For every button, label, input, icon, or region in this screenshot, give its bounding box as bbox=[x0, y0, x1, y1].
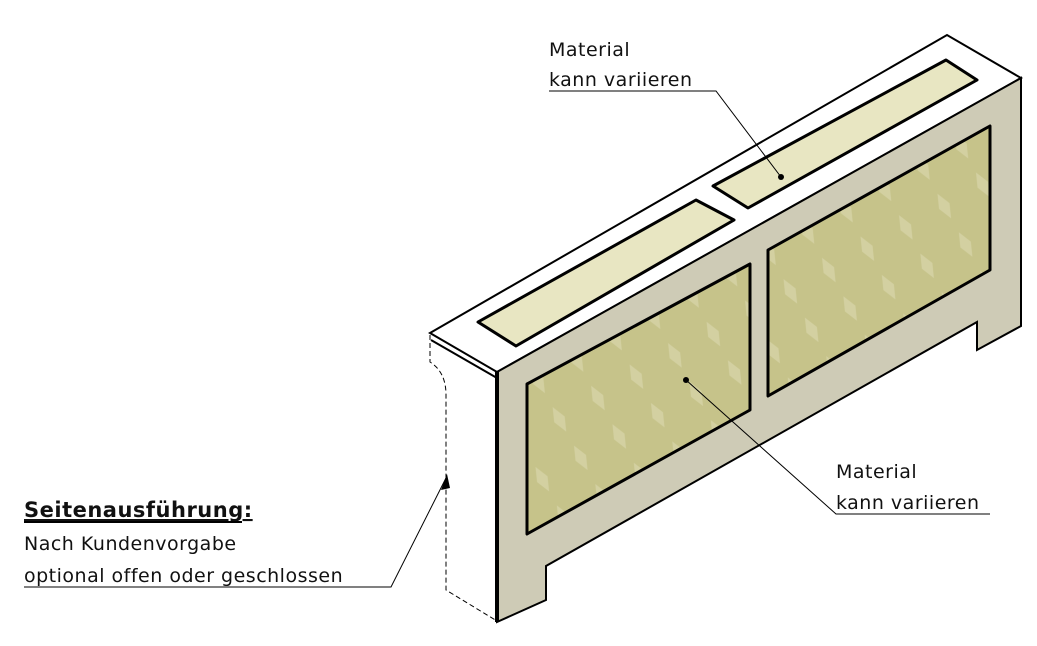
side-line1: Nach Kundenvorgabe bbox=[24, 533, 237, 555]
front-material-line1: Material bbox=[836, 461, 917, 483]
leader-dot-front bbox=[683, 377, 689, 383]
top-material-line1: Material bbox=[549, 39, 630, 61]
front-panel-left bbox=[525, 262, 752, 536]
leader-side bbox=[24, 475, 448, 588]
leader-front-material bbox=[685, 379, 990, 515]
top-edge-bevel bbox=[430, 339, 498, 379]
front-material-line2: kann variieren bbox=[836, 492, 980, 514]
top-material-line2: kann variieren bbox=[549, 69, 693, 91]
side-title: Seitenausführung: bbox=[24, 498, 253, 522]
leader-arrow-icon bbox=[441, 474, 450, 490]
front-panel-right bbox=[766, 124, 992, 398]
leader-top-material bbox=[549, 90, 782, 178]
leader-dot-top bbox=[778, 174, 784, 180]
top-insert-left bbox=[476, 198, 736, 348]
optional-side-outline bbox=[429, 335, 498, 622]
top-insert-right bbox=[711, 58, 979, 210]
side-line2: optional offen oder geschlossen bbox=[24, 565, 343, 587]
